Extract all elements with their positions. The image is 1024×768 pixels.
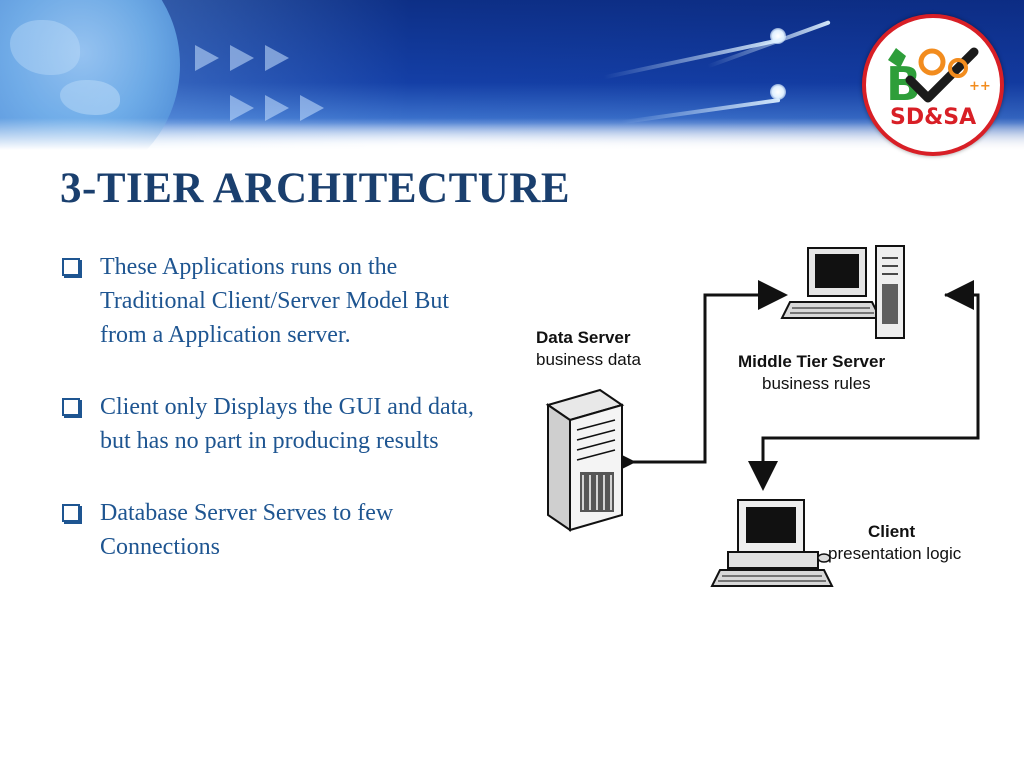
diagram-graphic — [545, 245, 980, 587]
workstation-server-icon — [780, 245, 905, 339]
light-dot — [770, 84, 786, 100]
bullet-item: Database Server Serves to few Connection… — [60, 496, 490, 564]
arrow-decoration-icon — [195, 45, 219, 71]
logo-check-icon — [905, 47, 979, 103]
slide-title: 3-TIER ARCHITECTURE — [60, 165, 571, 212]
header-banner — [0, 0, 1024, 150]
data-server-subtitle: business data — [536, 350, 641, 369]
logo-ring-icon — [918, 48, 946, 76]
bullet-text: These Applications runs on the Tradition… — [100, 254, 450, 348]
checkbox-bullet-icon — [62, 398, 80, 416]
desktop-computer-icon — [710, 499, 834, 587]
server-tower-icon — [545, 388, 625, 532]
logo-plus-icon: ++ — [969, 79, 991, 94]
logo-ring-icon — [948, 58, 968, 78]
data-server-connector — [606, 280, 788, 477]
arrow-decoration-icon — [265, 45, 289, 71]
bullet-item: Client only Displays the GUI and data, b… — [60, 390, 490, 458]
arrow-decoration-icon — [230, 95, 254, 121]
bullet-text: Client only Displays the GUI and data, b… — [100, 394, 474, 454]
mouse-icon — [817, 553, 831, 563]
bullet-item: These Applications runs on the Tradition… — [60, 250, 490, 352]
middle-tier-subtitle: business rules — [762, 374, 871, 393]
arrow-decoration-icon — [230, 45, 254, 71]
client-title: Client — [868, 522, 916, 541]
three-tier-diagram: Data Server business data Middle Tier Se… — [520, 240, 990, 600]
logo-leaf-icon — [888, 48, 906, 68]
checkbox-bullet-icon — [62, 258, 80, 276]
arrow-decoration-icon — [300, 95, 324, 121]
logo-text: SD&SA — [890, 105, 976, 130]
arrow-decoration-icon — [265, 95, 289, 121]
bullet-text: Database Server Serves to few Connection… — [100, 500, 394, 560]
data-server-title: Data Server — [536, 328, 631, 347]
bullet-list: These Applications runs on the Tradition… — [60, 250, 490, 602]
middle-tier-title: Middle Tier Server — [738, 352, 886, 371]
logo-graphic: B ++ SD&SA — [886, 47, 991, 130]
sdsa-logo: B ++ SD&SA — [862, 14, 1004, 156]
checkbox-bullet-icon — [62, 504, 80, 522]
client-subtitle: presentation logic — [828, 544, 962, 563]
